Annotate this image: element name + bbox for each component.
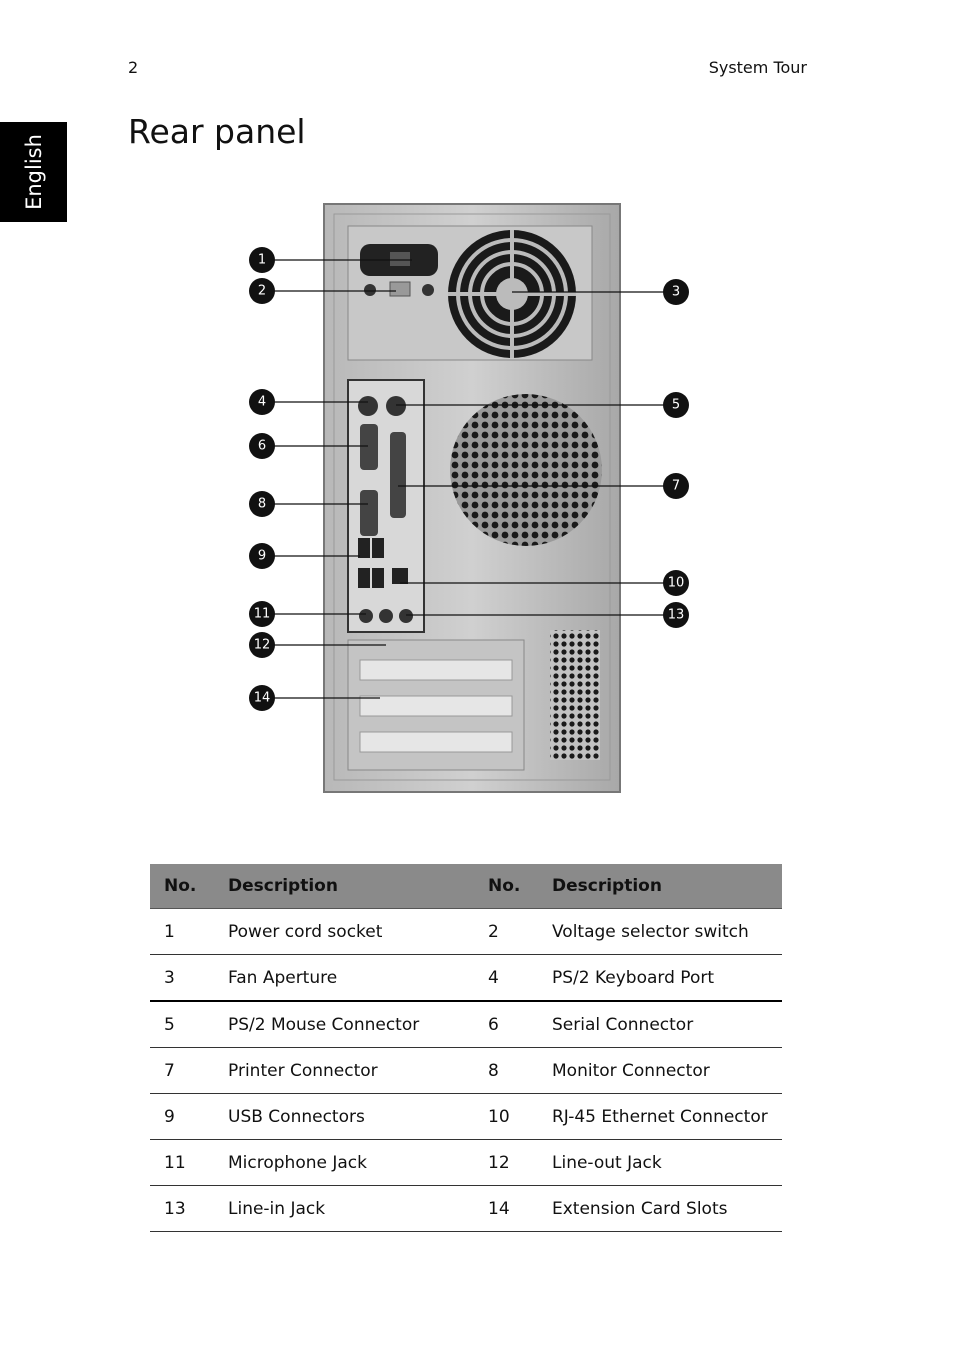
callout-12-label: 12 xyxy=(254,638,271,653)
cell-number: 1 xyxy=(150,908,214,955)
callout-11-label: 11 xyxy=(254,607,271,622)
language-tab: English xyxy=(0,122,67,222)
callout-1: 1 xyxy=(249,247,275,273)
io-shield xyxy=(347,379,425,633)
case-fan-grille xyxy=(450,394,602,546)
callout-9: 9 xyxy=(249,543,275,569)
table-row: 3 Fan Aperture 4 PS/2 Keyboard Port xyxy=(150,954,782,1002)
column-header-description: Description xyxy=(538,864,782,909)
cell-number: 14 xyxy=(474,1185,538,1232)
cell-number: 10 xyxy=(474,1093,538,1140)
table-row: 1 Power cord socket 2 Voltage selector s… xyxy=(150,908,782,955)
language-tab-label: English xyxy=(21,134,46,210)
cell-description: Fan Aperture xyxy=(214,954,474,1002)
cell-description: USB Connectors xyxy=(214,1093,474,1140)
cell-number: 7 xyxy=(150,1047,214,1094)
cell-description: Line-in Jack xyxy=(214,1185,474,1232)
callout-1-label: 1 xyxy=(258,253,266,268)
callout-13: 13 xyxy=(663,602,689,628)
cell-description: PS/2 Mouse Connector xyxy=(214,1001,474,1048)
callout-13-label: 13 xyxy=(668,608,685,623)
page-title: Rear panel xyxy=(128,112,306,151)
callout-12: 12 xyxy=(249,632,275,658)
cell-number: 9 xyxy=(150,1093,214,1140)
cell-number: 12 xyxy=(474,1139,538,1186)
callout-10: 10 xyxy=(663,570,689,596)
callout-14: 14 xyxy=(249,685,275,711)
table-row: 5 PS/2 Mouse Connector 6 Serial Connecto… xyxy=(150,1001,782,1048)
cell-description: Extension Card Slots xyxy=(538,1185,782,1232)
callout-4-label: 4 xyxy=(258,395,266,410)
callout-6-label: 6 xyxy=(258,439,266,454)
callout-2-label: 2 xyxy=(258,284,266,299)
leader-lines xyxy=(274,259,664,699)
cell-description: RJ-45 Ethernet Connector xyxy=(538,1093,782,1140)
cell-number: 8 xyxy=(474,1047,538,1094)
expansion-slots xyxy=(347,630,600,771)
table-row: 13 Line-in Jack 14 Extension Card Slots xyxy=(150,1185,782,1232)
callout-3: 3 xyxy=(663,279,689,305)
callout-7-label: 7 xyxy=(672,479,680,494)
cell-description: Line-out Jack xyxy=(538,1139,782,1186)
callout-4: 4 xyxy=(249,389,275,415)
callout-9-label: 9 xyxy=(258,549,266,564)
cell-description: Voltage selector switch xyxy=(538,908,782,955)
table-row: 11 Microphone Jack 12 Line-out Jack xyxy=(150,1139,782,1186)
callout-5-label: 5 xyxy=(672,398,680,413)
cell-description: Serial Connector xyxy=(538,1001,782,1048)
cell-description: Monitor Connector xyxy=(538,1047,782,1094)
callout-8-label: 8 xyxy=(258,497,266,512)
cell-description: Microphone Jack xyxy=(214,1139,474,1186)
power-supply xyxy=(347,225,593,361)
column-header-number: No. xyxy=(150,864,214,909)
voltage-switch-shape xyxy=(389,281,411,297)
rear-panel-figure: 1 2 3 4 5 6 7 8 9 10 11 13 12 14 xyxy=(240,200,700,800)
table-row: 9 USB Connectors 10 RJ-45 Ethernet Conne… xyxy=(150,1093,782,1140)
callout-11: 11 xyxy=(249,601,275,627)
cell-number: 13 xyxy=(150,1185,214,1232)
column-header-description: Description xyxy=(214,864,474,909)
cell-number: 11 xyxy=(150,1139,214,1186)
callout-2: 2 xyxy=(249,278,275,304)
cell-number: 2 xyxy=(474,908,538,955)
rear-panel-table: No. Description No. Description 1 Power … xyxy=(150,864,782,1232)
page-number: 2 xyxy=(128,58,139,77)
cell-number: 5 xyxy=(150,1001,214,1048)
callout-10-label: 10 xyxy=(668,576,685,591)
callout-5: 5 xyxy=(663,392,689,418)
cell-number: 3 xyxy=(150,954,214,1002)
cell-number: 6 xyxy=(474,1001,538,1048)
callout-8: 8 xyxy=(249,491,275,517)
cell-description: Power cord socket xyxy=(214,908,474,955)
callout-7: 7 xyxy=(663,473,689,499)
column-header-number: No. xyxy=(474,864,538,909)
table-row: 7 Printer Connector 8 Monitor Connector xyxy=(150,1047,782,1094)
cell-number: 4 xyxy=(474,954,538,1002)
cell-description: Printer Connector xyxy=(214,1047,474,1094)
running-header: System Tour xyxy=(708,58,807,77)
rear-panel-illustration: 1 2 3 4 5 6 7 8 9 10 11 13 12 14 xyxy=(249,203,689,793)
callout-3-label: 3 xyxy=(672,285,680,300)
table-header-row: No. Description No. Description xyxy=(150,864,782,909)
callout-6: 6 xyxy=(249,433,275,459)
cell-description: PS/2 Keyboard Port xyxy=(538,954,782,1002)
callout-14-label: 14 xyxy=(254,691,271,706)
